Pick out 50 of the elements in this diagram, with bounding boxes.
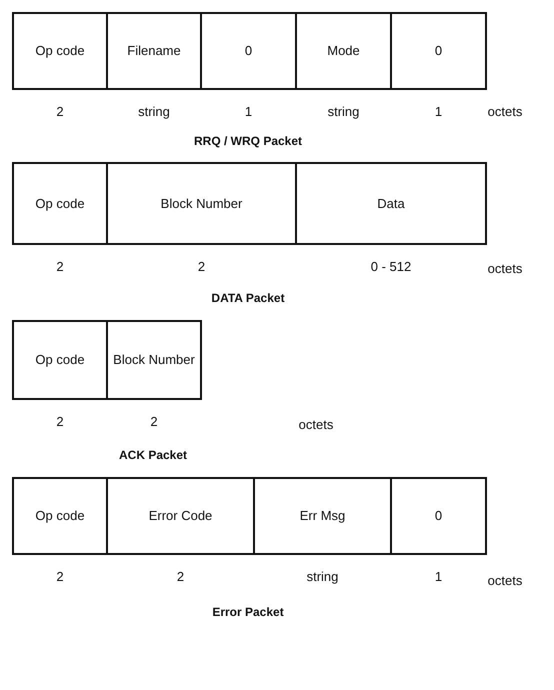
packet-field — [253, 477, 392, 555]
field-size: 1 — [244, 104, 252, 119]
field-name: Op code — [35, 352, 85, 368]
unit-label: octets — [488, 104, 522, 119]
field-name: Err Msg — [300, 508, 346, 524]
field-size: string — [138, 104, 170, 119]
field-size: 2 — [56, 569, 64, 584]
field-size: 1 — [434, 569, 442, 584]
field-size: string — [328, 104, 360, 119]
field-size: 2 — [56, 104, 64, 119]
packet-title: RRQ / WRQ Packet — [194, 134, 302, 148]
unit-label: octets — [298, 417, 334, 432]
packet-field — [390, 12, 487, 90]
packet-title: DATA Packet — [211, 291, 285, 305]
field-name: 0 — [244, 43, 252, 59]
packet-field — [12, 162, 108, 245]
packet-field — [106, 477, 255, 555]
field-size: 2 — [198, 259, 206, 274]
field-size: 2 — [150, 414, 158, 429]
field-name: Op code — [35, 508, 85, 524]
packet-field — [106, 320, 202, 400]
field-name: Block Number — [113, 352, 195, 368]
packet-field — [390, 477, 487, 555]
field-size: 2 — [176, 569, 184, 584]
field-name: Op code — [35, 43, 85, 59]
field-size: 1 — [434, 104, 442, 119]
field-name: Filename — [127, 43, 181, 59]
packet-field — [295, 162, 487, 245]
packet-title: ACK Packet — [118, 448, 188, 462]
field-size: 2 — [56, 414, 64, 429]
packet-field — [12, 320, 108, 400]
packet-field — [106, 12, 202, 90]
field-name: 0 — [434, 508, 442, 524]
unit-label: octets — [488, 261, 522, 276]
packet-field — [106, 162, 297, 245]
packet-title: Error Packet — [212, 605, 284, 619]
field-name: Data — [377, 196, 405, 212]
field-name: Mode — [327, 43, 360, 59]
packet-field — [200, 12, 297, 90]
packet-field — [12, 12, 108, 90]
field-size: 2 — [56, 259, 64, 274]
field-size: string — [306, 569, 338, 584]
field-name: Error Code — [148, 508, 212, 524]
field-name: Block Number — [160, 196, 242, 212]
unit-label: octets — [488, 573, 522, 588]
packet-field — [295, 12, 392, 90]
field-size: 0 - 512 — [370, 259, 412, 274]
field-name: 0 — [434, 43, 442, 59]
packet-field — [12, 477, 108, 555]
field-name: Op code — [35, 196, 85, 212]
